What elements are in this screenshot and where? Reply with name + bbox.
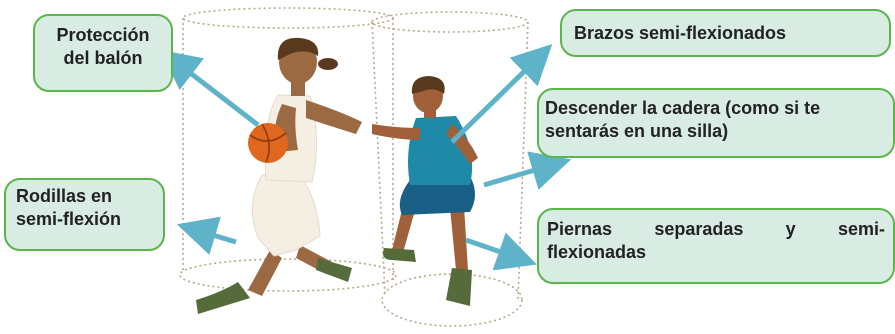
brazos-text: Brazos semi-flexionados xyxy=(574,22,877,45)
basketball xyxy=(248,123,288,163)
arrow-to-cadera xyxy=(484,165,552,185)
cadera-line-2: sentarás en una silla) xyxy=(545,120,887,143)
callout-rodillas: Rodillas en semi-flexión xyxy=(4,178,165,251)
cadera-line-1: Descender la cadera (como si te xyxy=(545,97,887,120)
callout-proteccion: Protección del balón xyxy=(33,14,173,92)
arrows xyxy=(176,58,552,258)
piernas-line-1: Piernas separadas y semi- xyxy=(547,218,885,241)
callout-piernas: Piernas separadas y semi- flexionadas xyxy=(537,208,895,284)
defender-player xyxy=(372,76,478,306)
piernas-line-2: flexionadas xyxy=(547,241,885,264)
attacker-player xyxy=(196,38,362,314)
rodillas-line-1: Rodillas en xyxy=(16,185,153,208)
arrow-to-piernas xyxy=(466,240,518,258)
arrow-to-proteccion xyxy=(176,62,258,125)
arrow-to-rodillas xyxy=(196,230,236,242)
callout-brazos: Brazos semi-flexionados xyxy=(560,9,891,57)
callout-cadera: Descender la cadera (como si te sentarás… xyxy=(537,88,895,158)
proteccion-line-1: Protección xyxy=(45,24,161,47)
rodillas-line-2: semi-flexión xyxy=(16,208,153,231)
proteccion-line-2: del balón xyxy=(45,47,161,70)
arrow-to-brazos xyxy=(452,58,538,142)
